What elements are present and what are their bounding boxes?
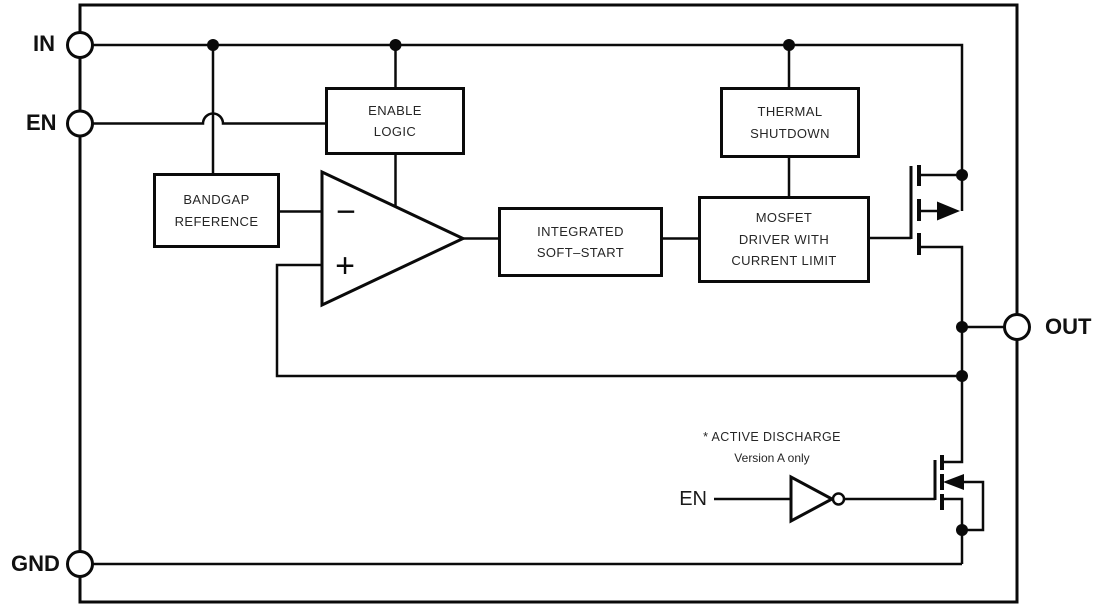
mosfet-driver-block: MOSFET DRIVER WITH CURRENT LIMIT	[698, 196, 870, 283]
discharge-fet-source	[942, 497, 964, 564]
soft-start-line2: SOFT–START	[536, 245, 625, 260]
bandgap-line1: BANDGAP	[183, 192, 250, 207]
junction-dot	[389, 39, 402, 51]
mosfet-driver-line1: MOSFET	[755, 210, 813, 226]
wire-in-rail	[92, 43, 964, 211]
mosfet-driver-line2: DRIVER WITH	[738, 231, 830, 247]
gnd-pin-label: GND	[11, 551, 60, 576]
version-note: Version A only	[734, 451, 810, 465]
thermal-shutdown-block: THERMAL SHUTDOWN	[720, 87, 860, 158]
bandgap-line2: REFERENCE	[174, 213, 259, 229]
wire-feedback	[275, 263, 962, 378]
error-amplifier-symbol	[320, 169, 467, 308]
wire-en-rail-hop	[92, 112, 325, 125]
junction-dot	[956, 370, 968, 382]
thermal-line1: THERMAL	[757, 104, 823, 119]
en-pin-terminal	[66, 109, 94, 138]
discharge-en-label: EN	[679, 488, 707, 510]
mosfet-driver-line3: CURRENT LIMIT	[731, 253, 837, 269]
soft-start-line1: INTEGRATED	[537, 223, 624, 239]
discharge-fet-bulk-arrow-icon	[943, 474, 964, 490]
wire-out-node	[919, 245, 964, 464]
thermal-line2: SHUTDOWN	[750, 125, 830, 141]
inverter-bubble-icon	[831, 492, 846, 506]
inverting-input-sign: −	[336, 193, 356, 231]
junction-dot	[956, 169, 968, 181]
ic-boundary	[78, 3, 1019, 604]
out-pin-terminal	[1003, 313, 1031, 341]
junction-dot	[956, 321, 968, 333]
enable-logic-block: ENABLE LOGIC	[325, 87, 465, 155]
out-pin-label: OUT	[1045, 314, 1092, 339]
inverter-symbol	[789, 474, 836, 524]
active-discharge-note: * ACTIVE DISCHARGE	[703, 430, 841, 444]
discharge-fet-bulk-return	[960, 480, 985, 532]
bandgap-reference-block: BANDGAP REFERENCE	[153, 173, 280, 248]
pass-fet-bulk-arrow-icon	[937, 201, 960, 221]
enable-logic-line2: LOGIC	[373, 124, 417, 139]
junction-dot	[783, 39, 795, 51]
in-pin-label: IN	[33, 31, 55, 56]
soft-start-block: INTEGRATED SOFT–START	[498, 207, 663, 277]
en-pin-label: EN	[26, 110, 57, 135]
junction-dot	[207, 39, 219, 51]
in-pin-terminal	[66, 31, 94, 59]
enable-logic-line1: ENABLE	[368, 102, 422, 118]
junction-dot	[956, 524, 968, 536]
gnd-pin-terminal	[66, 550, 94, 578]
noninverting-input-sign: +	[335, 247, 355, 285]
